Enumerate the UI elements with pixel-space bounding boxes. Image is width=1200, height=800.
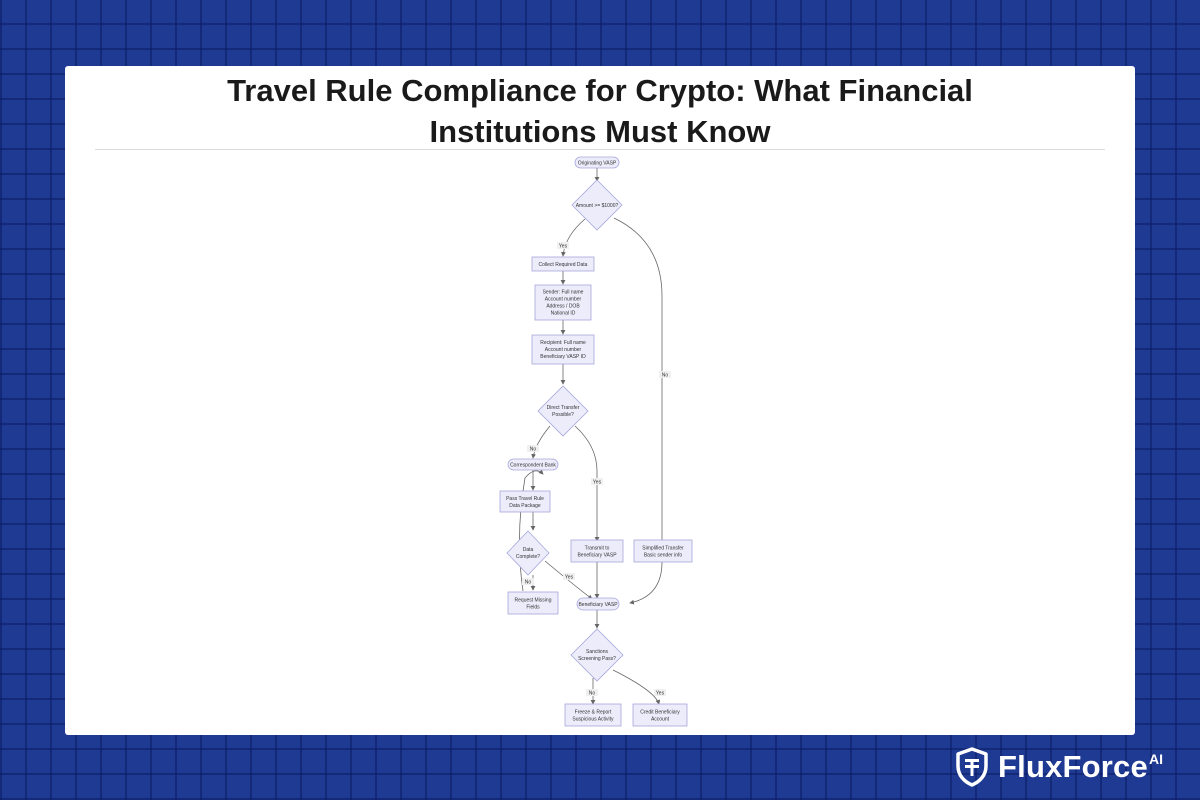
brand-suffix: AI	[1148, 751, 1163, 767]
node-data-complete-decision: Data Complete?	[506, 530, 550, 576]
node-sanctions-decision: Sanctions Screening Pass?	[570, 628, 624, 682]
node-sender-info-line-3: Address / DOB	[546, 304, 580, 310]
node-direct-transfer-decision: Direct Transfer Possible?	[537, 385, 589, 437]
page-title-line-2: Institutions Must Know	[429, 114, 771, 149]
node-correspondent-bank: Correspondent Bank	[507, 458, 559, 471]
edge-complete-beneficiary	[544, 560, 593, 600]
edge-direct-correspondent	[531, 425, 551, 459]
node-transmit-line-2: Beneficiary VASP	[577, 553, 617, 559]
node-recipient-info-line-2: Account number	[545, 347, 582, 353]
node-amount-decision-label: Amount >= $1000?	[576, 203, 619, 209]
node-pass-data-line-2: Data Package	[509, 503, 541, 509]
node-beneficiary-vasp: Beneficiary VASP	[576, 597, 620, 611]
node-freeze-line-2: Suspicious Activity	[572, 717, 614, 723]
node-originating-vasp: Originating VASP	[574, 156, 620, 169]
edge-label-amount-no: No	[662, 373, 669, 379]
edge-label-complete-no: No	[525, 580, 532, 586]
node-transmit-beneficiary: Transmit to Beneficiary VASP	[570, 539, 624, 563]
brand-name: FluxForce	[998, 749, 1148, 784]
node-sanctions-line-1: Sanctions	[586, 649, 608, 655]
node-data-complete-line-1: Data	[523, 547, 534, 553]
edge-sanctions-credit	[612, 669, 661, 705]
node-request-missing-line-2: Fields	[526, 605, 540, 611]
node-beneficiary-vasp-label: Beneficiary VASP	[578, 602, 618, 608]
edge-amount-simplified	[613, 217, 665, 549]
edge-label-direct-yes: Yes	[593, 480, 602, 486]
node-recipient-info-line-1: Recipient: Full name	[540, 340, 586, 346]
node-recipient-info: Recipient: Full name Account number Bene…	[531, 334, 595, 365]
node-amount-decision: Amount >= $1000?	[571, 179, 623, 231]
node-correspondent-bank-label: Correspondent Bank	[510, 462, 556, 468]
edge-label-sanctions-yes: Yes	[656, 691, 665, 697]
node-credit-line-1: Credit Beneficiary	[640, 710, 680, 716]
edge-label-direct-no: No	[530, 447, 537, 453]
shield-logo-icon	[956, 747, 988, 787]
page-title-line-1: Travel Rule Compliance for Crypto: What …	[227, 73, 973, 108]
node-recipient-info-line-3: Beneficiary VASP ID	[540, 354, 586, 360]
flow-edges	[519, 168, 665, 705]
node-request-missing-line-1: Request Missing	[515, 598, 552, 604]
travel-rule-flowchart: Yes No No Yes No Yes No Yes Originating …	[499, 156, 693, 727]
edge-direct-transmit	[574, 425, 600, 542]
node-pass-data-line-1: Pass Travel Rule	[506, 496, 544, 502]
node-transmit-line-1: Transmit to	[585, 546, 610, 552]
node-sender-info-line-1: Sender: Full name	[543, 290, 584, 296]
edge-request-correspondent	[519, 469, 544, 592]
node-simplified-transfer: Simplified Transfer Basic sender info	[633, 539, 693, 563]
node-sender-info: Sender: Full name Account number Address…	[534, 284, 592, 321]
edge-simplified-beneficiary	[629, 561, 663, 605]
edge-label-sanctions-no: No	[589, 691, 596, 697]
node-request-missing-fields: Request Missing Fields	[507, 591, 559, 615]
edge-labels: Yes No No Yes No Yes No Yes	[522, 242, 671, 697]
node-sender-info-line-4: National ID	[551, 311, 576, 317]
node-collect-data-label: Collect Required Data	[539, 262, 588, 268]
edge-amount-collect	[561, 218, 586, 257]
content-card: Travel Rule Compliance for Crypto: What …	[65, 66, 1135, 735]
node-data-complete-line-2: Complete?	[516, 554, 540, 560]
title-divider	[95, 149, 1105, 150]
page-title: Travel Rule Compliance for Crypto: What …	[65, 70, 1135, 152]
brand-logo: FluxForce AI	[955, 742, 1163, 792]
node-credit-line-2: Account	[651, 717, 670, 723]
node-pass-data-package: Pass Travel Rule Data Package	[499, 490, 551, 513]
node-sender-info-line-2: Account number	[545, 297, 582, 303]
node-direct-transfer-line-2: Possible?	[552, 412, 574, 418]
node-freeze-report: Freeze & Report Suspicious Activity	[564, 703, 622, 727]
node-simplified-line-2: Basic sender info	[644, 553, 683, 559]
node-freeze-line-1: Freeze & Report	[575, 710, 612, 716]
node-simplified-line-1: Simplified Transfer	[642, 546, 684, 552]
edge-label-complete-yes: Yes	[565, 575, 574, 581]
node-originating-vasp-label: Originating VASP	[578, 160, 617, 166]
node-direct-transfer-line-1: Direct Transfer	[547, 405, 580, 411]
node-collect-data: Collect Required Data	[531, 256, 595, 272]
node-credit-beneficiary: Credit Beneficiary Account	[632, 703, 688, 727]
node-sanctions-line-2: Screening Pass?	[578, 656, 616, 662]
edge-label-amount-yes: Yes	[559, 244, 568, 250]
